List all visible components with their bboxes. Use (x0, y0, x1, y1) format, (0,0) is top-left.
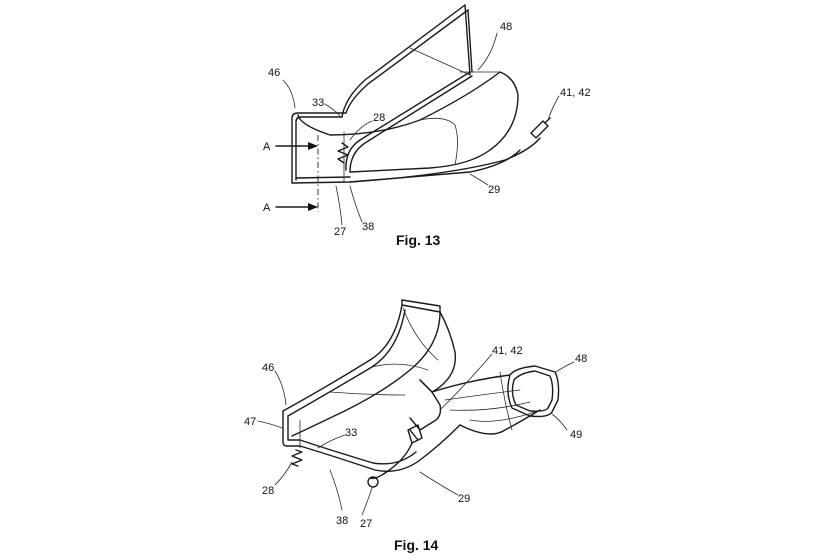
fig14-ref-38: 38 (336, 515, 348, 527)
fig14-ref-27: 27 (360, 518, 372, 530)
fig13-ref-48: 48 (500, 21, 512, 33)
fig14-ref-47: 47 (244, 416, 256, 428)
fig13-ref-46: 46 (268, 67, 280, 79)
fig14-caption: Fig. 14 (394, 537, 439, 553)
fig14-ref-46: 46 (262, 362, 274, 374)
fig14-ref-41-42: 41, 42 (492, 345, 523, 357)
fig14-labels: 46 47 33 28 38 27 29 41, 42 48 49 Fig. 1… (244, 345, 587, 553)
fig13-labels: 46 33 28 A A 27 38 29 48 41, 42 Fig. 13 (263, 21, 591, 248)
fig14-ref-49: 49 (570, 429, 582, 441)
fig13-body (275, 4, 560, 226)
fig13-caption: Fig. 13 (396, 232, 441, 248)
fig13-ref-33: 33 (312, 97, 324, 109)
fig14-ref-33: 33 (345, 427, 357, 439)
fig14-ref-29: 29 (458, 493, 470, 505)
fig13-ref-41-42: 41, 42 (560, 87, 591, 99)
fig14-body (257, 299, 575, 516)
fig14-ref-28: 28 (262, 485, 274, 497)
fig14-ref-48: 48 (575, 353, 587, 365)
fig13-ref-A-upper: A (263, 141, 271, 153)
fig13-ref-28: 28 (373, 112, 385, 124)
fig13-ref-A-lower: A (263, 202, 271, 214)
fig13-ref-29: 29 (488, 184, 500, 196)
figure-14: 46 47 33 28 38 27 29 41, 42 48 49 Fig. 1… (244, 299, 587, 553)
fig13-ref-27: 27 (334, 226, 346, 238)
fig13-ref-38: 38 (362, 221, 374, 233)
figure-13: 46 33 28 A A 27 38 29 48 41, 42 Fig. 13 (263, 4, 591, 248)
